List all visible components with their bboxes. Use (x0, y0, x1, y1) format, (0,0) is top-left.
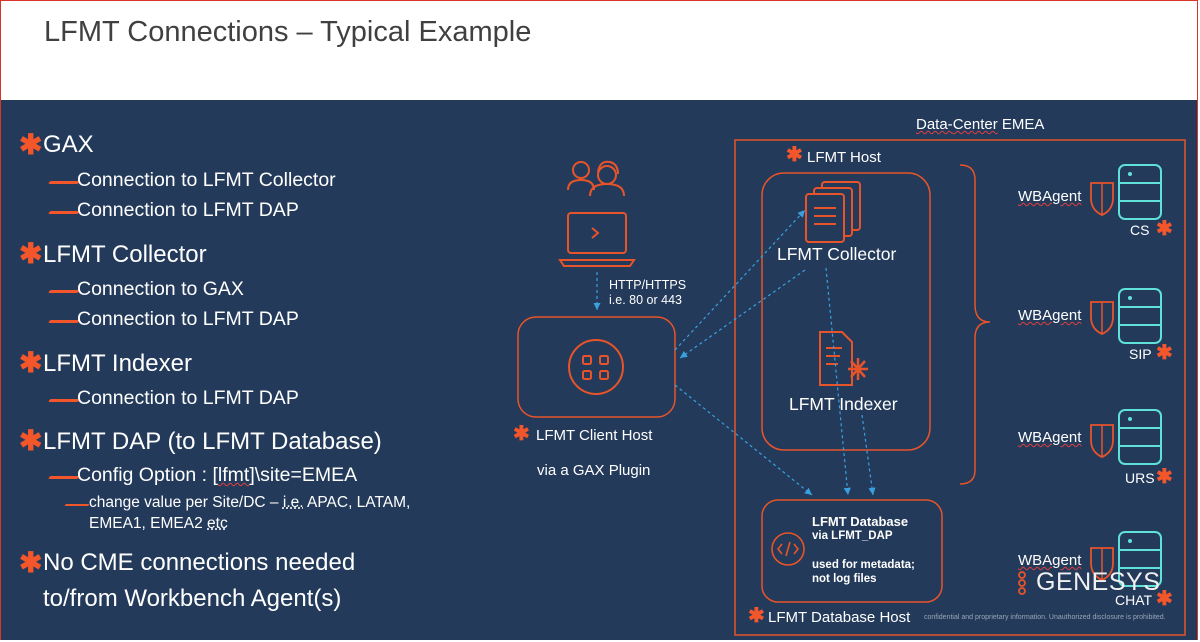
documents-icon (805, 181, 861, 243)
asterisk-icon: ✱ (19, 238, 43, 269)
indexer-label: LFMT Indexer (789, 394, 898, 414)
asterisk-icon: ✱ (786, 144, 803, 166)
asterisk-icon: ✱ (19, 425, 43, 456)
bullet-indexer-1: Connection to LFMT DAP (77, 387, 299, 409)
lfmt-host-box (761, 172, 931, 451)
indexer-document-icon (819, 331, 868, 386)
db-host-label: LFMT Database Host (768, 609, 911, 626)
client-host-label: LFMT Client Host (536, 427, 653, 444)
bullet-dap: LFMT DAP (to LFMT Database) (43, 428, 382, 455)
bullet-gax-1: Connection to LFMT Collector (77, 169, 336, 191)
wbagent-label-chat: WBAgent (1018, 552, 1082, 569)
datacenter-label: Data-Center EMEA (916, 116, 1045, 133)
bullet-collector-2: Connection to LFMT DAP (77, 308, 299, 330)
code-icon (771, 532, 805, 566)
server-icon (1118, 531, 1162, 587)
slide-title: LFMT Connections – Typical Example (44, 16, 532, 48)
arrow-client-collector (674, 209, 806, 351)
genesys-logo-icon (1018, 571, 1026, 595)
arrow-indexer-db (861, 414, 876, 496)
client-host-box (517, 316, 676, 418)
db-host-box (761, 499, 943, 603)
users-icon (567, 160, 625, 197)
asterisk-icon: ✱ (19, 129, 43, 160)
server-label-chat: CHAT (1115, 592, 1153, 608)
footer-disclaimer: confidential and proprietary information… (924, 614, 1166, 621)
collector-label: LFMT Collector (777, 244, 897, 264)
bullet-cme-line1: No CME connections needed (43, 549, 356, 576)
arrow-collector-db (825, 267, 851, 496)
lfmt-host-label: LFMT Host (807, 149, 881, 166)
bullet-gax: GAX (43, 131, 94, 158)
bullet-dap-2-line1: change value per Site/DC – i.e. APAC, LA… (89, 494, 411, 511)
datacenter-frame (734, 139, 1186, 636)
asterisk-icon: ✱ (748, 605, 765, 627)
asterisk-icon: ✱ (1156, 466, 1173, 488)
server-chat (1090, 531, 1162, 587)
db-via: via LFMT_DAP (812, 530, 893, 542)
asterisk-icon: ✱ (513, 423, 530, 445)
bullet-indexer: LFMT Indexer (43, 350, 192, 377)
bullet-collector: LFMT Collector (43, 241, 207, 268)
arrow-collector-client (679, 269, 806, 359)
asterisk-icon: ✱ (1156, 342, 1173, 364)
server-urs (1090, 409, 1162, 465)
http-label-line1: HTTP/HTTPS (609, 278, 687, 292)
bullet-collector-1: Connection to GAX (77, 278, 244, 300)
server-sip (1090, 288, 1162, 344)
asterisk-icon: ✱ (1156, 588, 1173, 610)
db-title: LFMT Database (812, 514, 909, 529)
wbagent-label-urs: WBAgent (1018, 429, 1082, 446)
server-label-sip: SIP (1129, 346, 1152, 362)
wbagent-label-cs: WBAgent (1018, 188, 1082, 205)
bullet-dap-2-line2: EMEA1, EMEA2 etc (89, 515, 228, 532)
db-use-line2: not log files (812, 573, 877, 585)
server-bracket (959, 164, 991, 485)
server-label-urs: URS (1125, 470, 1155, 486)
bullet-gax-2: Connection to LFMT DAP (77, 199, 299, 221)
genesys-brand: GENESYS (1036, 568, 1161, 596)
apps-icon (568, 339, 624, 395)
wbagent-label-sip: WBAgent (1018, 307, 1082, 324)
asterisk-icon: ✱ (1156, 218, 1173, 240)
laptop-icon (558, 212, 636, 267)
http-label-line2: i.e. 80 or 443 (609, 293, 682, 307)
arrow-client-db (674, 384, 813, 496)
server-label-cs: CS (1130, 222, 1150, 238)
content-panel: ✱ GAX Connection to LFMT Collector Conne… (1, 100, 1197, 640)
server-cs (1090, 164, 1162, 220)
asterisk-icon: ✱ (19, 347, 43, 378)
bullet-cme-line2: to/from Workbench Agent(s) (43, 585, 342, 612)
server-icon (1118, 164, 1162, 220)
server-icon (1118, 409, 1162, 465)
db-use-line1: used for metadata; (812, 559, 915, 571)
via-gax-label: via a GAX Plugin (537, 462, 651, 479)
server-icon (1118, 288, 1162, 344)
asterisk-icon: ✱ (19, 547, 43, 578)
bullet-dap-1: Config Option : [lfmt]\site=EMEA (77, 464, 358, 486)
